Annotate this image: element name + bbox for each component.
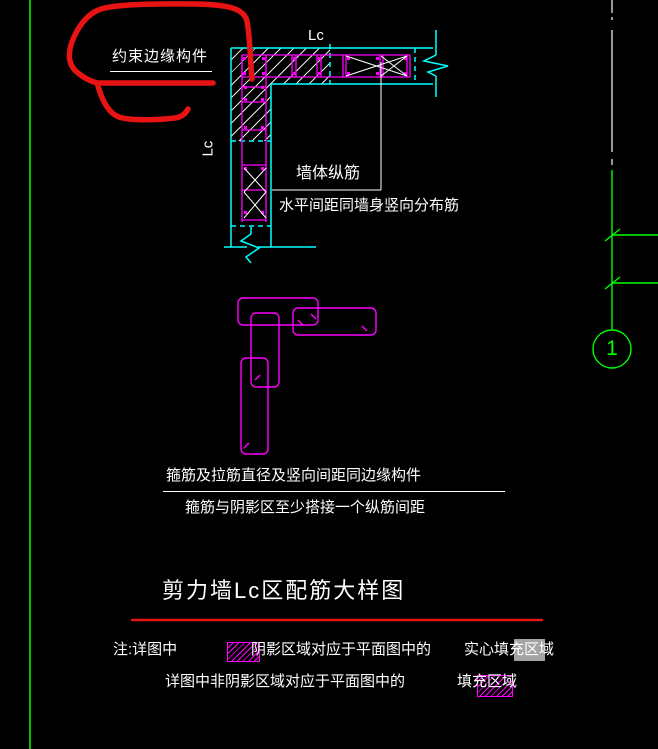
stirrup-note-line1: 箍筋及拉筋直径及竖向间距同边缘构件 (166, 467, 422, 484)
hoop-vertical-2 (240, 357, 269, 455)
legend-line1-prefix: 注:详图中 (113, 641, 178, 658)
hoop-horizontal-2 (292, 307, 377, 336)
dimension-tick (604, 228, 621, 242)
legend-line1-solid: 实心填充区域 (464, 641, 555, 658)
annotation-underline (110, 71, 212, 72)
legend-line2-fill: 填充区域 (457, 673, 518, 690)
dim-label-lc-top: Lc (308, 27, 324, 44)
rebar-dots (243, 57, 407, 214)
annotation-label: 约束边缘构件 (112, 48, 209, 65)
callout-leader-line (272, 62, 382, 191)
break-symbol-right (421, 30, 449, 97)
hoop-horizontal-1 (237, 297, 319, 326)
wall-outline (224, 30, 449, 264)
stirrup-note-underline (163, 491, 505, 492)
legend-fill-swatch (477, 675, 513, 697)
stirrup-shapes-diagram (237, 297, 377, 455)
dimension-tick (604, 276, 621, 290)
hoop-vertical-1 (250, 312, 280, 388)
callout-spacing: 水平间距同墙身竖向分布筋 (279, 197, 460, 214)
callout-wall-rebar: 墙体纵筋 (296, 165, 361, 182)
axis-dimension-lines (592, 170, 658, 369)
break-symbol-bottom (224, 227, 316, 264)
dim-label-lc-side: Lc (199, 140, 217, 157)
tie-cross-lines (243, 55, 408, 219)
legend-solid-swatch (514, 639, 545, 661)
legend-line1-shaded: 阴影区域对应于平面图中的 (251, 641, 432, 658)
legend-line2-text: 详图中非阴影区域对应于平面图中的 (165, 673, 406, 690)
legend-hatch-swatch (227, 642, 260, 662)
axis-bubble-circle (592, 329, 632, 369)
red-annotation-circle (66, 1, 544, 622)
drawing-title: 剪力墙Lc区配筋大样图 (162, 578, 406, 603)
axis-bubble-number: 1 (606, 337, 618, 360)
stirrup-note-line2: 箍筋与阴影区至少搭接一个纵筋间距 (185, 499, 426, 516)
